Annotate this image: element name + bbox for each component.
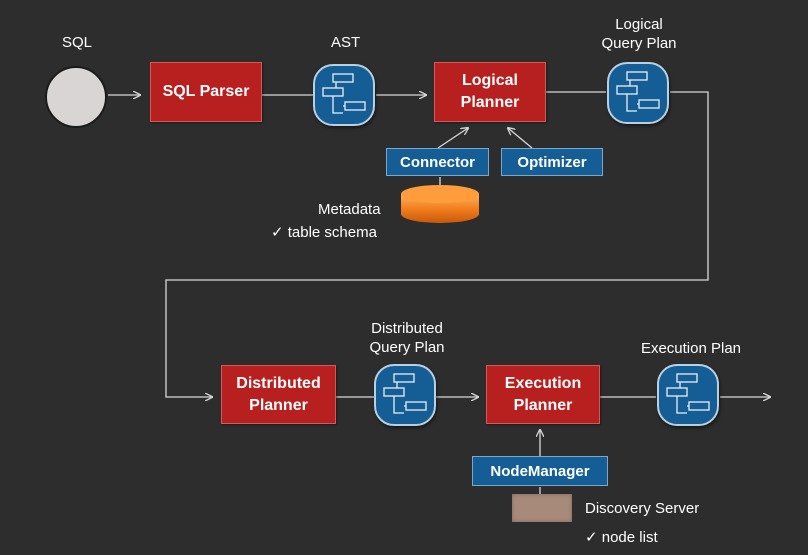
ast-label: AST [331,34,361,51]
sql-parser-label: SQL Parser [162,83,250,100]
logical-query-plan-tree-icon [607,62,669,124]
execution-plan-tree-icon [657,364,719,426]
logical-planner-box: Logical Planner [434,62,546,122]
optimizer-label: Optimizer [517,153,587,171]
distributed-planner-label-line2: Planner [249,396,308,414]
logical-query-plan-label: Logical Query Plan [586,15,692,53]
arrow-optimizer-to-logical-planner [508,128,533,149]
sql-circle-icon [45,66,107,128]
distributed-query-plan-label: Distributed Query Plan [355,319,459,357]
discovery-server-label: Discovery Server [585,500,700,517]
node-list-label: ✓ node list [585,529,658,546]
execution-planner-label-line2: Planner [513,396,573,414]
logical-planner-label-line2: Planner [460,94,520,111]
node-manager-label: NodeManager [490,462,590,480]
execution-planner-box: Execution Planner [486,365,600,424]
table-schema-label: ✓ table schema [271,224,377,241]
ast-plan-tree-icon [313,64,375,126]
sql-parser-box: SQL Parser [150,62,262,122]
distributed-query-plan-label-line1: Distributed [371,320,443,337]
logical-query-plan-label-line2: Query Plan [601,35,677,52]
node-manager-box: NodeManager [472,456,608,486]
metadata-label: Metadata [318,201,381,218]
distributed-planner-label-line1: Distributed [236,374,321,392]
execution-plan-label: Execution Plan [640,340,742,357]
logical-query-plan-label-line1: Logical [615,16,663,33]
distributed-query-plan-tree-icon [374,364,436,426]
distributed-query-plan-label-line2: Query Plan [369,339,445,356]
arrow-connector-to-logical-planner [437,128,468,149]
logical-planner-label-line1: Logical [461,72,518,89]
sql-label: SQL [62,34,93,51]
connector-label: Connector [400,153,475,171]
distributed-planner-box: Distributed Planner [221,365,336,424]
server-block-icon [512,494,572,522]
optimizer-box: Optimizer [501,148,603,176]
connector-box: Connector [386,148,489,176]
execution-planner-label-line1: Execution [504,374,582,392]
arrow-logical-plan-to-distributed-planner [165,91,709,397]
database-cylinder-icon [401,185,479,223]
